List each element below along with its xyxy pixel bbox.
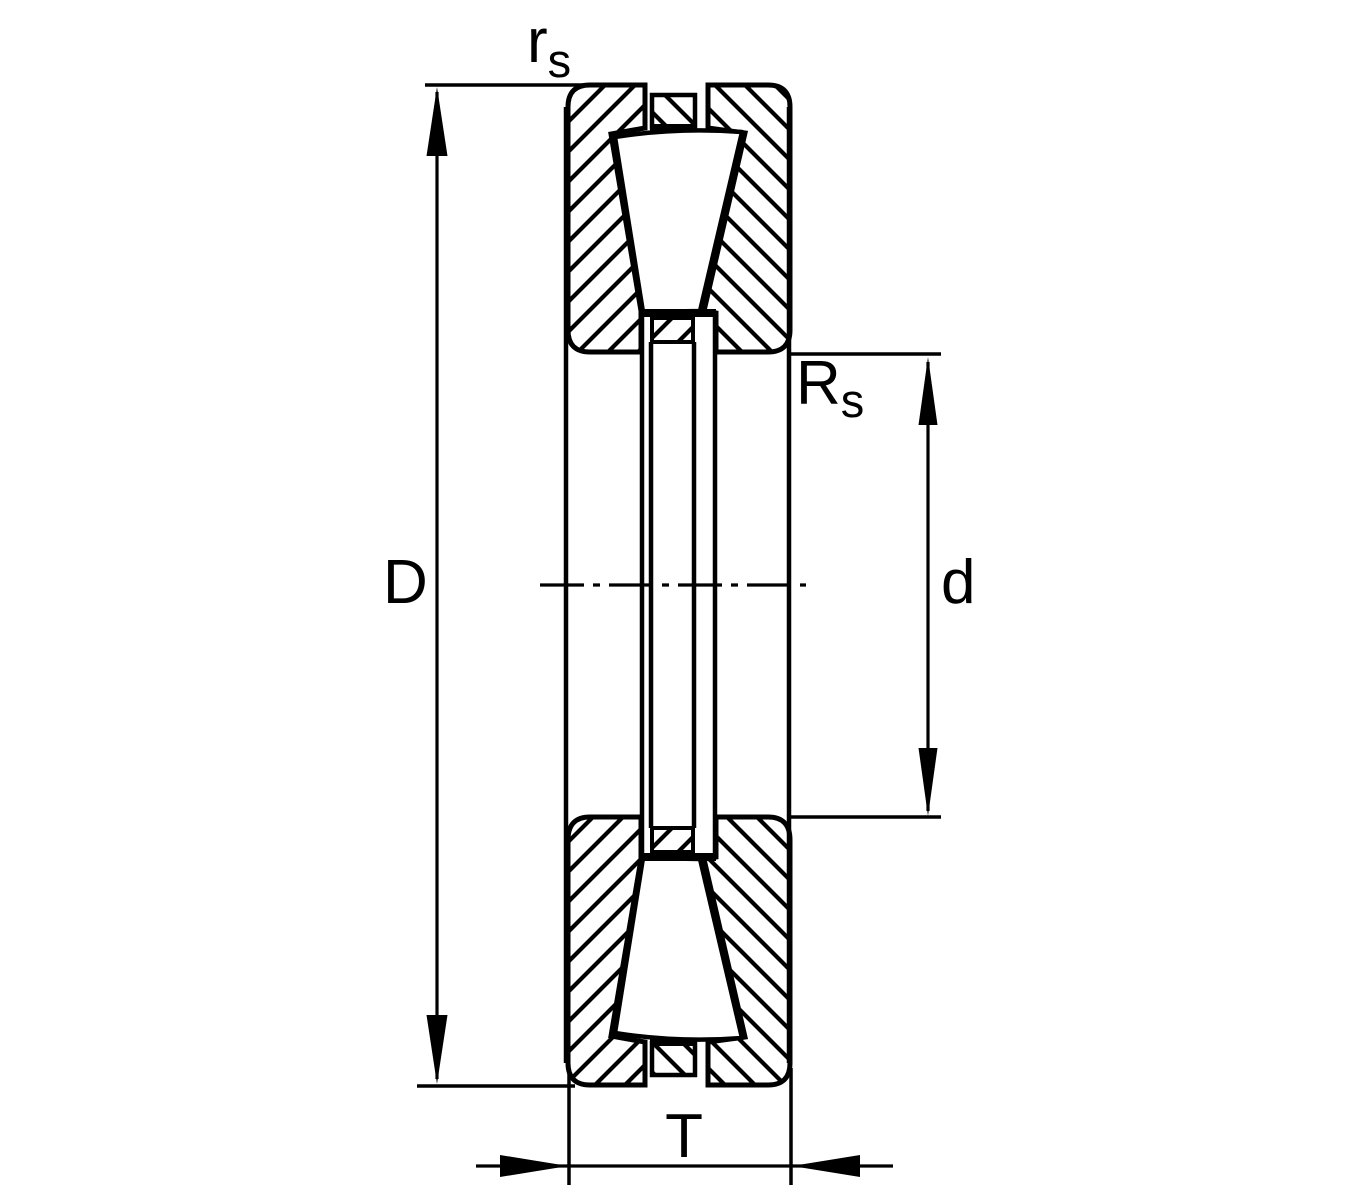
dimension-label-T: T <box>665 1102 703 1171</box>
arrowhead-T-left-icon <box>792 1155 860 1177</box>
rs-main: r <box>527 7 548 76</box>
arrowhead-D-up-icon <box>426 87 448 156</box>
cage-outer-ring-section-top <box>649 92 698 130</box>
washer-section-top-left <box>565 82 648 355</box>
cage-inner-ring-section-bottom <box>650 826 695 854</box>
top-bearing-section <box>565 82 793 355</box>
dimension-D <box>417 83 592 1088</box>
cage-outer-ring-section-bottom <box>649 1040 698 1078</box>
Rs-subscript: s <box>841 374 865 427</box>
washer-section-top-right <box>700 82 793 355</box>
dimension-label-d: d <box>941 548 975 617</box>
rs-subscript: s <box>548 34 572 87</box>
dimension-label-Rs: Rs <box>796 349 864 427</box>
dimension-label-D: D <box>383 548 428 617</box>
washer-section-bottom-right <box>700 814 793 1088</box>
arrowhead-d-up-icon <box>918 357 938 425</box>
dimension-label-rs: rs <box>527 7 571 87</box>
bottom-bearing-section <box>565 814 793 1088</box>
arrowhead-d-down-icon <box>918 748 938 816</box>
arrowhead-T-right-icon <box>500 1155 568 1177</box>
dimension-T <box>476 1068 893 1185</box>
arrowhead-D-down-icon <box>426 1015 448 1084</box>
cage-inner-ring-section-top <box>650 316 695 344</box>
dimension-d <box>791 357 941 819</box>
Rs-main: R <box>796 349 841 418</box>
washer-section-bottom-left <box>565 814 648 1088</box>
